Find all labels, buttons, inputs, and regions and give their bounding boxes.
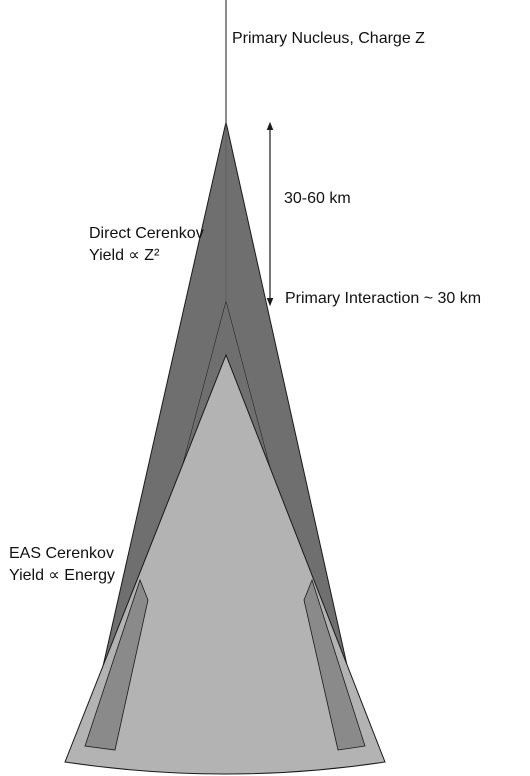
distance-label: 30-60 km (284, 190, 351, 207)
eas-cerenkov-label-line2: Yield ∝ Energy (9, 567, 115, 584)
direct-cone-left-overlap (84, 578, 149, 751)
direct-cerenkov-label-line1: Direct Cerenkov (89, 225, 204, 242)
eas-cerenkov-label-line1: EAS Cerenkov (9, 545, 114, 562)
eas-cerenkov-cone (64, 353, 386, 775)
direct-cerenkov-label-line2: Yield ∝ Z² (89, 247, 160, 264)
primary-nucleus-label: Primary Nucleus, Charge Z (232, 30, 425, 47)
primary-interaction-label: Primary Interaction ~ 30 km (285, 290, 482, 307)
direct-cone-right-overlap (303, 578, 366, 751)
